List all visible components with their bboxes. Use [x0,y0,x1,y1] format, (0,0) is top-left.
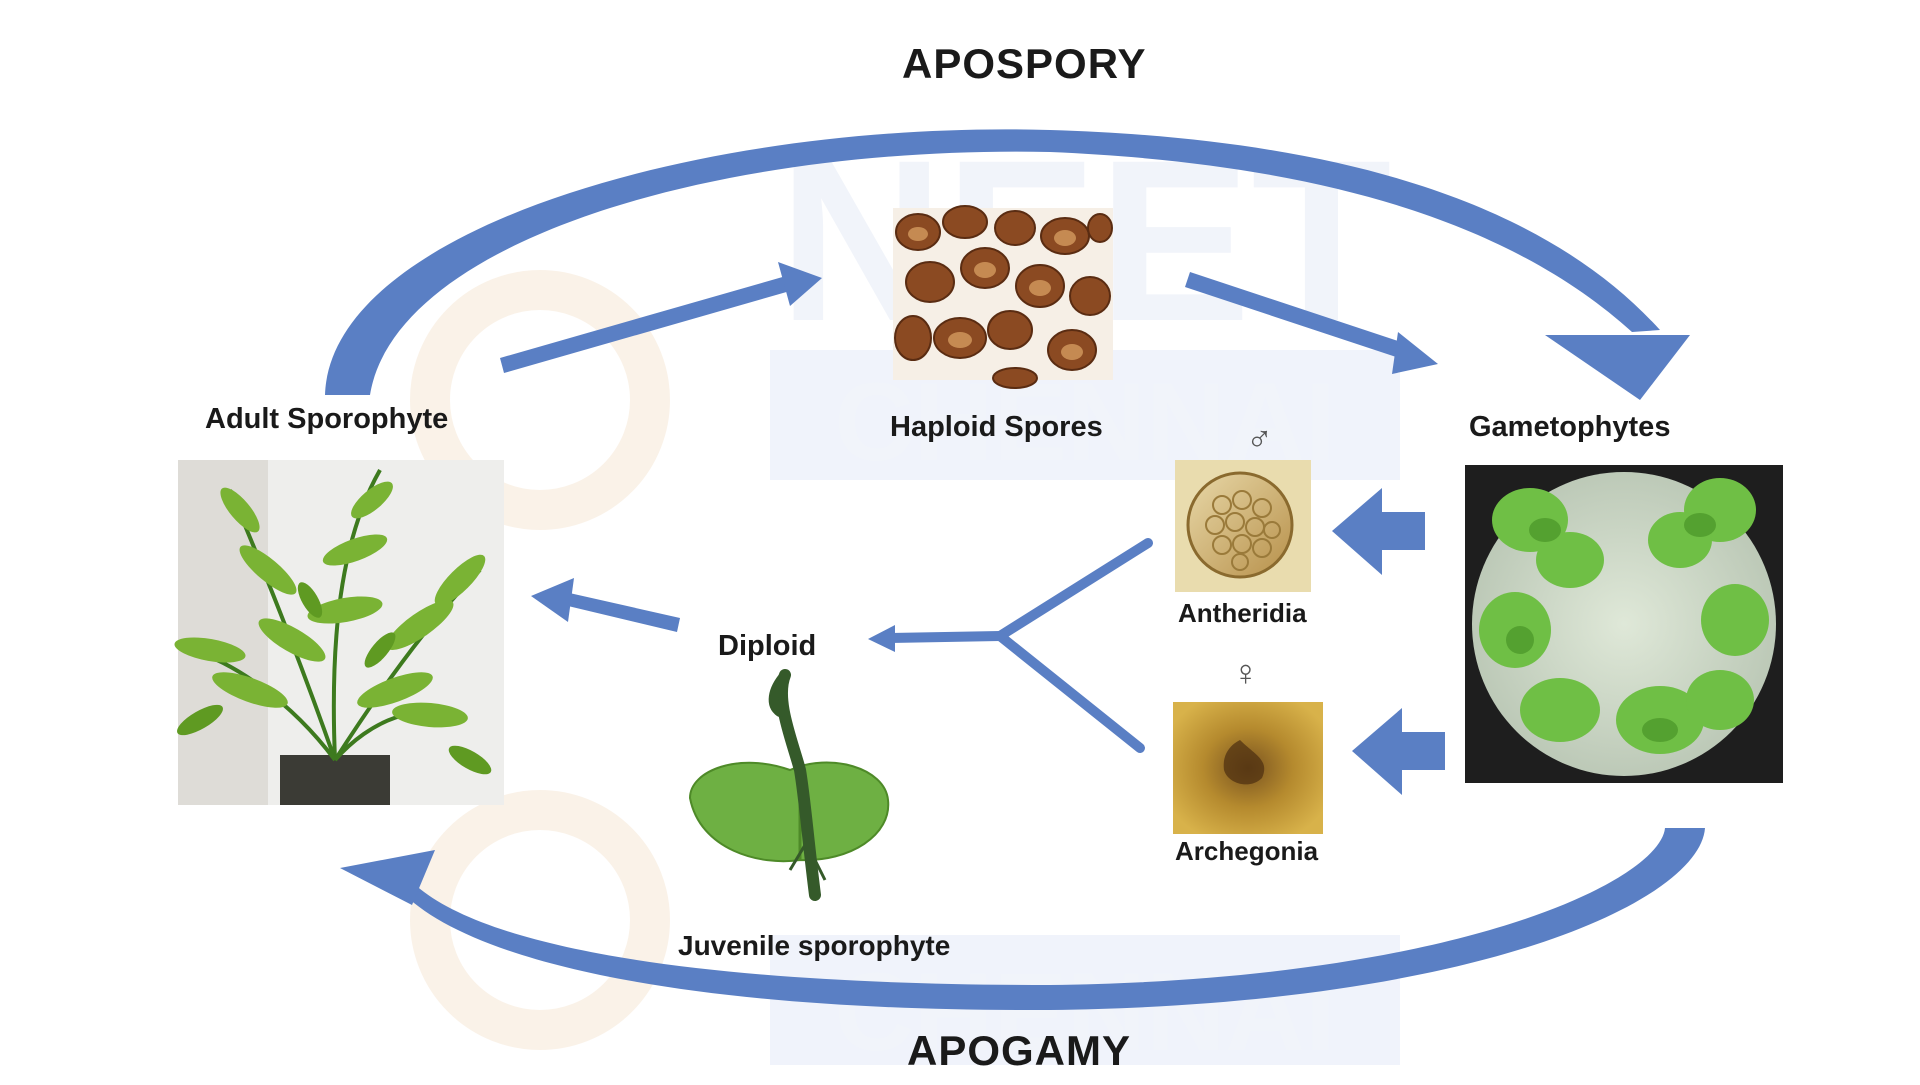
haploid-spores-image [893,205,1113,389]
arrow-diploid-to-adult [531,578,680,632]
adult-sporophyte-label: Adult Sporophyte [205,403,449,435]
arrow-to-diploid-head [868,625,895,652]
male-symbol-icon: ♂ [1246,418,1273,459]
antheridia-label: Antheridia [1178,598,1307,628]
archegonia-image [1173,702,1323,834]
apospory-arrowhead [1545,335,1690,400]
arrow-gametophytes-to-archegonia [1352,708,1445,795]
arrow-gametophytes-to-antheridia [1332,488,1425,575]
juvenile-sporophyte-label: Juvenile sporophyte [678,930,951,961]
juvenile-sporophyte-image [688,669,890,901]
apospory-title: APOSPORY [902,40,1147,87]
apogamy-title: APOGAMY [907,1027,1132,1074]
haploid-spores-label: Haploid Spores [890,411,1103,443]
gametophytes-label: Gametophytes [1469,411,1671,443]
apogamy-arc [400,828,1705,1011]
fusion-lines [885,538,1153,753]
arrow-adult-to-spores [500,262,822,373]
watermark-chennai-bottom: CHENNAI [834,951,1335,1074]
archegonia-label: Archegonia [1175,836,1319,866]
arrow-spores-to-gametophytes [1185,272,1438,374]
apogamy-arrowhead [340,850,435,905]
adult-sporophyte-image [174,460,504,805]
diploid-label: Diploid [718,630,817,662]
female-symbol-icon: ♀ [1232,652,1259,693]
antheridia-image [1175,460,1311,592]
gametophytes-image [1465,465,1783,783]
